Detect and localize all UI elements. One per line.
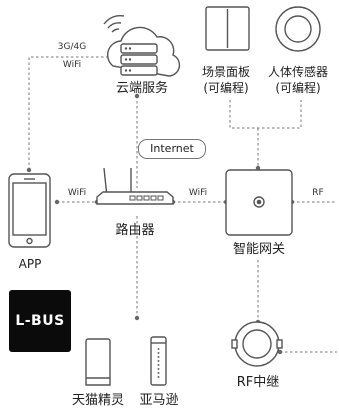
- link-panels: [229, 100, 302, 129]
- link-label-wifi-app: WiFi: [67, 188, 87, 198]
- tmall-genie-label: 天猫精灵: [71, 393, 125, 408]
- internet-badge: Internet: [138, 139, 206, 159]
- link-label-wifi-cloud: WiFi: [62, 60, 82, 70]
- link-app-cloud: [28, 56, 116, 170]
- link-label-wifi-gateway: WiFi: [188, 188, 208, 198]
- amazon-echo-speaker-icon: [150, 336, 167, 386]
- human-sensor-label: 人体传感器: [267, 65, 329, 79]
- connection-lines: [28, 56, 337, 353]
- gateway-icon: [225, 169, 293, 236]
- amazon-label: 亚马逊: [139, 393, 179, 408]
- scene-panel-label: 场景面板: [201, 65, 251, 79]
- tmall-genie-speaker-icon: [85, 338, 111, 386]
- router-icon: [96, 167, 174, 205]
- scene-panel-note: (可编程): [203, 81, 249, 95]
- human-sensor-note: (可编程): [275, 81, 321, 95]
- rf-relay-label: RF中继: [236, 375, 280, 390]
- phone-icon: [8, 173, 51, 248]
- lbus-logo: L-BUS: [9, 290, 71, 352]
- rf-relay-icon: [231, 321, 283, 367]
- scene-panel-icon: [205, 6, 250, 51]
- router-label: 路由器: [115, 223, 155, 238]
- gateway-label: 智能网关: [232, 242, 286, 257]
- app-label: APP: [18, 257, 42, 271]
- link-label-rf: RF: [312, 188, 324, 198]
- link-label-3g4g: 3G/4G: [57, 42, 87, 52]
- human-sensor-icon: [275, 6, 321, 52]
- cloud-server-icon: [103, 14, 181, 77]
- cloud-label: 云端服务: [115, 81, 169, 96]
